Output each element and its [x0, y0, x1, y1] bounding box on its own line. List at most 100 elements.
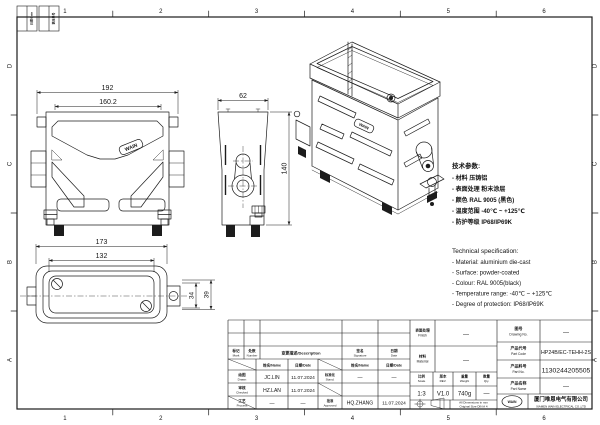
tb-mark-en: Mark — [233, 354, 240, 358]
tb-description: 变更描述/Description — [281, 350, 321, 356]
tb-stand-en: Stand. — [326, 378, 335, 382]
tb-weight-en: Weight — [460, 379, 469, 383]
projection-cone-icon — [430, 397, 445, 410]
tb-stand-name: — — [358, 375, 363, 381]
tb-approved-cn: 批准 — [327, 398, 334, 403]
zone-row-a-left: A — [8, 358, 14, 362]
front-dim-192: 192 — [102, 85, 114, 92]
tb-approved-en: Approved — [324, 404, 337, 408]
zone-row-b-right: B — [593, 260, 599, 264]
tb-name-hdr-1: 姓名/Name — [263, 363, 281, 368]
tb-drawn-en: Drawn — [238, 378, 247, 382]
zone-col-5-bottom: 5 — [447, 416, 451, 422]
top-dim-132: 132 — [96, 253, 108, 260]
tb-pcode-cn: 产品代号 — [511, 345, 527, 351]
tb-dwg-en: Drawing No. — [509, 333, 527, 337]
tech-en-item-colour: - Colour: RAL 9005(black) — [452, 281, 521, 287]
tech-cn-item-temp: - 温度范围 -40℃ ~ +125℃ — [452, 207, 525, 215]
tb-finish-value: — — [463, 332, 469, 338]
tech-en-item-protection: - Degree of protection: IP68/IP69K — [452, 302, 544, 308]
side-view: 62 140 — [217, 93, 292, 237]
tech-cn-item-protection: - 防护等级 IP68/IP69K — [452, 218, 513, 226]
tech-en-item-temp: - Temperature range: -40℃ ~ +125℃ — [452, 291, 552, 298]
zone-row-d-left: D — [8, 63, 14, 68]
company-logo: WAIN — [501, 395, 523, 408]
tb-number-cn: 处数 — [247, 348, 256, 353]
tech-params-cn: 技术参数: - 材料 压铸铝 - 表面处理 粉末涂层 - 颜色 RAL 9005… — [452, 161, 525, 226]
zone-col-2-bottom: 2 — [159, 416, 163, 422]
corner-revision-strip: 日期/Date 更改单号 — [16, 5, 60, 32]
tb-pcode-en: Part Code — [511, 352, 526, 356]
tb-pno-en: Part No. — [512, 370, 524, 374]
iso-view: WAIN — [293, 41, 445, 215]
tb-note-dimensions: All Dimensions in mm — [459, 401, 488, 405]
tb-scale-en: Scale — [418, 379, 426, 383]
corner-label-date: 日期/Date — [28, 12, 33, 26]
tb-checked-cn: 审核 — [238, 385, 246, 390]
sheet-frame: 1 2 3 4 5 6 1 2 3 4 5 6 D C B A D C B A … — [8, 5, 599, 422]
tech-en-item-surface: - Surface: powder-coated — [452, 271, 519, 277]
tech-cn-item-material: - 材料 压铸铝 — [452, 174, 487, 182]
front-wain-logo-text: WAIN — [124, 142, 139, 153]
top-dim-34: 34 — [189, 292, 196, 300]
tech-cn-item-colour: - 颜色 RAL 9005 (黑色) — [452, 196, 514, 204]
tb-signature-en: Signature — [354, 354, 367, 358]
top-dim-39: 39 — [204, 291, 211, 299]
tech-spec-en: Technical specification: - Material: alu… — [452, 248, 552, 308]
tb-finish-cn: 表面处理 — [414, 328, 430, 333]
tb-note-size: Original Size DIN A 4 — [459, 405, 487, 409]
zone-col-6-top: 6 — [542, 9, 546, 15]
tb-pname-value: — — [563, 385, 569, 391]
tb-mark-cn: 标记 — [231, 348, 240, 353]
zone-row-b-left: B — [8, 260, 14, 264]
tb-scale-cn: 比例 — [418, 374, 425, 379]
tb-qty-value: — — [484, 392, 490, 398]
zone-col-2-top: 2 — [159, 9, 163, 15]
tb-process-en: Process — [237, 404, 248, 408]
tb-pno-value: 1130244205505 — [542, 368, 591, 375]
tb-pname-cn: 产品名称 — [511, 380, 527, 386]
tb-material-value: — — [463, 358, 469, 364]
company-logo-text: WAIN — [508, 400, 517, 404]
zone-col-5-top: 5 — [447, 9, 451, 15]
zone-row-c-right: C — [593, 161, 599, 166]
tb-rev-cn: 版本 — [440, 374, 447, 379]
tech-en-title: Technical specification: — [452, 248, 519, 255]
tb-drawn-date: 11.07.2024 — [291, 375, 315, 381]
tb-process-name: — — [270, 401, 275, 407]
front-dim-160: 160.2 — [99, 99, 117, 106]
tb-qty-cn: 数量 — [482, 374, 490, 379]
side-dim-62: 62 — [239, 93, 247, 100]
tb-approved-date: 11.07.2024 — [382, 401, 406, 407]
front-view: 192 160.2 — [30, 85, 185, 236]
tb-pno-cn: 产品料号 — [511, 363, 527, 369]
iso-wain-logo-text: WAIN — [358, 122, 370, 131]
zone-row-c-left: C — [8, 161, 14, 166]
zone-row-d-right: D — [593, 63, 599, 68]
tb-process-cn: 工艺 — [238, 398, 246, 403]
tb-date-hdr-2: 日期/Date — [386, 363, 402, 368]
tech-cn-item-surface: - 表面处理 粉末涂层 — [452, 185, 505, 193]
zone-row-a-right: A — [593, 358, 599, 362]
tb-pcode-value: HP24B/EC-TEHH-2S — [541, 350, 592, 356]
side-dim-140: 140 — [282, 163, 289, 175]
zone-col-1-top: 1 — [63, 9, 67, 15]
tb-date-cn: 日期 — [390, 348, 398, 353]
tb-checked-en: Checked — [236, 391, 248, 395]
tb-finish-en: Finish — [418, 334, 427, 338]
tb-drawn-name: JC.LIN — [264, 375, 280, 381]
tb-stand-cn: 标准化 — [324, 372, 336, 377]
tb-process-date: — — [301, 401, 306, 407]
tb-drawn-cn: 绘图 — [238, 372, 246, 377]
tb-weight-cn: 重量 — [461, 374, 468, 379]
iso-wain-logo: WAIN — [353, 118, 375, 134]
zone-col-4-bottom: 4 — [351, 416, 355, 422]
tech-en-item-material: - Material: aluminium die-cast — [452, 260, 531, 266]
company-name-cn: 厦门唯恩电气有限公司 — [534, 395, 588, 403]
tb-date-en: Date — [391, 354, 398, 358]
tb-signature-cn: 签名 — [356, 348, 364, 353]
tb-material-cn: 材料 — [418, 354, 427, 359]
tb-name-hdr-2: 姓名/Name — [351, 363, 369, 368]
